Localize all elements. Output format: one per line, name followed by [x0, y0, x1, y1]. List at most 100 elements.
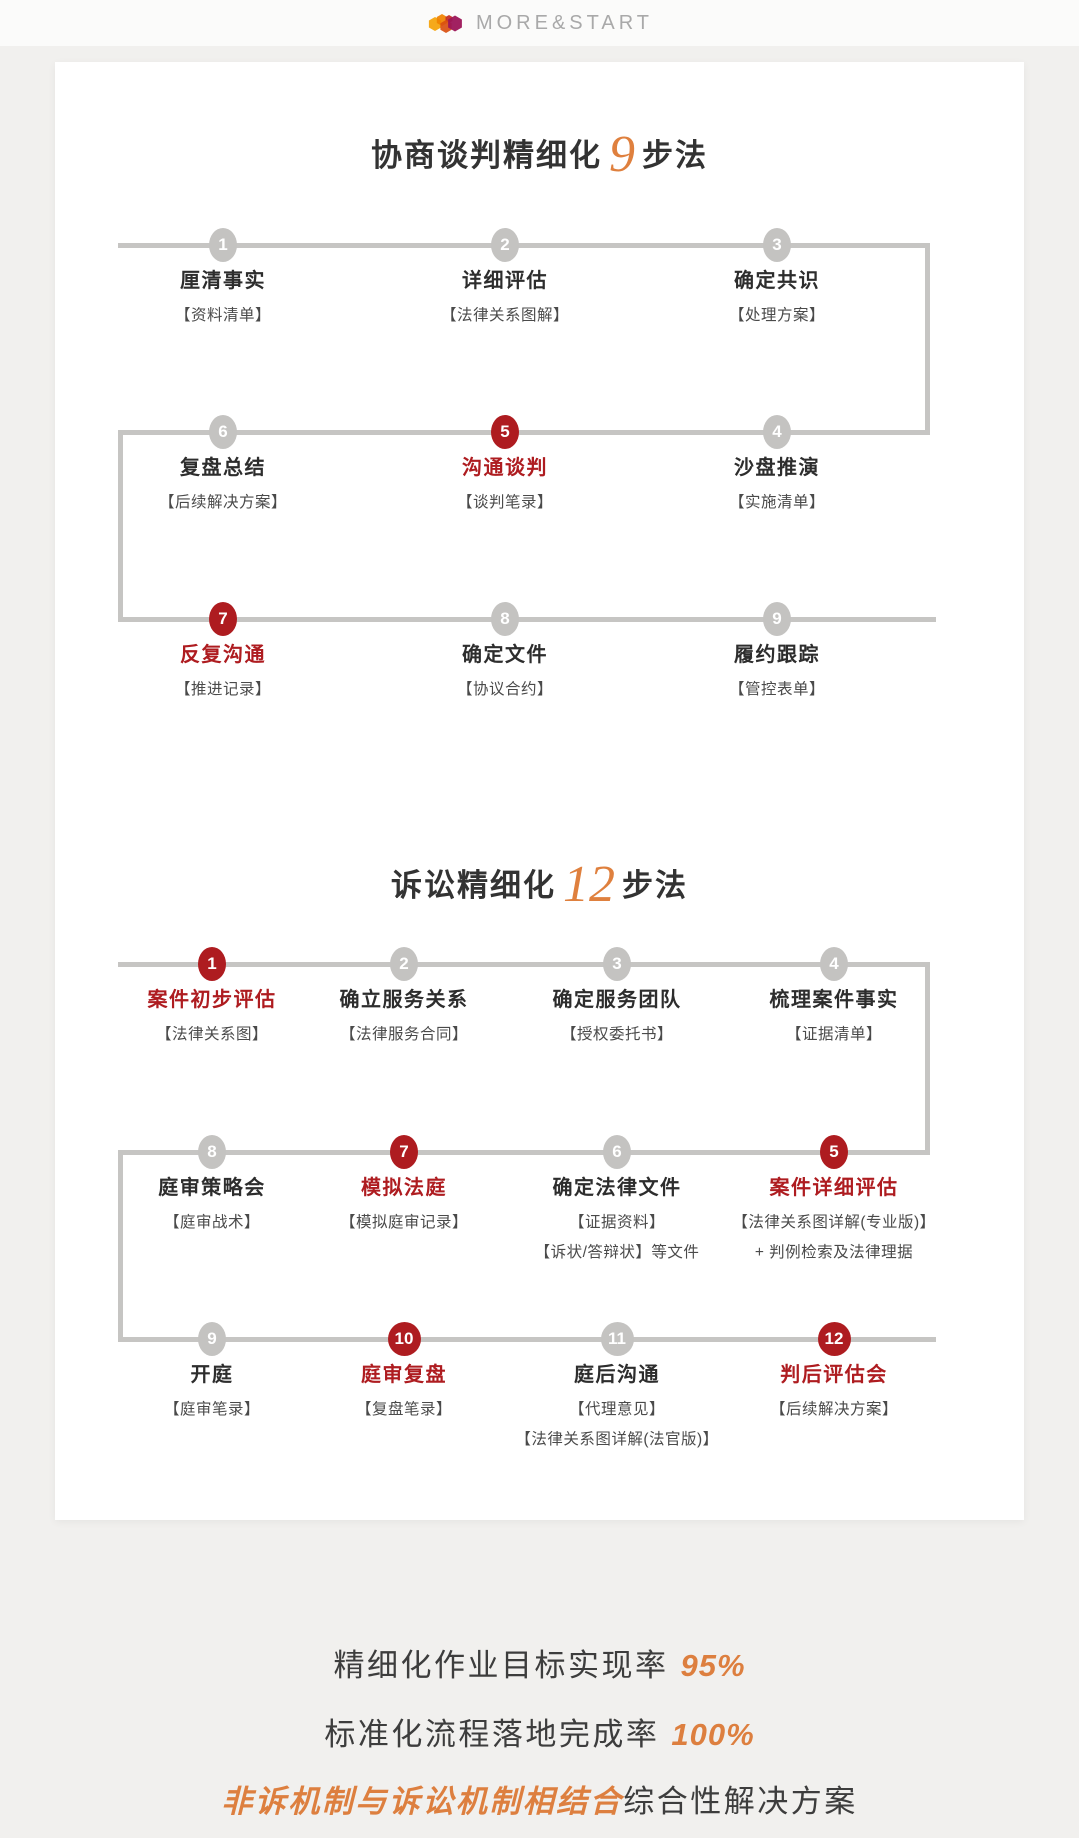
step-label: 履约跟踪: [734, 644, 820, 666]
stat-line-3: 非诉机制与诉讼机制相结合综合性解决方案: [0, 1776, 1079, 1821]
stat-text: 精细化作业目标实现率: [333, 1648, 669, 1683]
step-sublabel: 【谈判笔录】: [456, 494, 553, 511]
step-sublabel: 【庭审笔录】: [163, 1401, 260, 1418]
stat-text: 标准化流程落地完成率: [324, 1717, 660, 1752]
d1-step-4: 4 沙盘推演 【实施清单】: [637, 415, 917, 518]
d2-row1-line: [118, 962, 930, 967]
d1-step-8: 8 确定文件 【协议合约】: [365, 602, 645, 705]
d2-step-9: 9 开庭 【庭审笔录】: [97, 1322, 327, 1425]
step-number-badge: 2: [390, 947, 418, 981]
step-label: 模拟法庭: [361, 1177, 447, 1199]
d2-step-11: 11 庭后沟通 【代理意见】 【法律关系图详解(法官版)】: [502, 1322, 732, 1455]
step-sublabel: + 判例检索及法律理据: [754, 1244, 914, 1261]
step-number-badge: 12: [817, 1322, 851, 1356]
step-number-badge: 4: [763, 415, 791, 449]
d1-step-5: 5 沟通谈判 【谈判笔录】: [365, 415, 645, 518]
step-number-badge: 9: [763, 602, 791, 636]
d1-row1-line: [118, 243, 930, 248]
step-number-badge: 7: [390, 1135, 418, 1169]
step-number-badge: 7: [209, 602, 237, 636]
step-sublabel: 【管控表单】: [728, 681, 825, 698]
step-sublabel: 【证据清单】: [785, 1026, 882, 1043]
step-sublabel: 【法律关系图详解(专业版)】: [732, 1214, 936, 1231]
step-sublabel: 【处理方案】: [728, 307, 825, 324]
step-sublabel: 【证据资料】: [568, 1214, 665, 1231]
d2-step-10: 10 庭审复盘 【复盘笔录】: [289, 1322, 519, 1425]
diagram2-title-prefix: 诉讼精细化: [391, 868, 556, 903]
step-label: 厘清事实: [180, 270, 266, 292]
d1-step-3: 3 确定共识 【处理方案】: [637, 228, 917, 331]
d1-left-connector: [118, 430, 123, 622]
step-label: 确定服务团队: [552, 989, 682, 1011]
step-label: 案件详细评估: [769, 1177, 899, 1199]
step-sublabel: 【协议合约】: [456, 681, 553, 698]
d2-row2-line: [118, 1150, 930, 1155]
step-number-badge: 6: [209, 415, 237, 449]
d2-row3-line: [118, 1337, 936, 1342]
d1-step-1: 1 厘清事实 【资料清单】: [83, 228, 363, 331]
step-sublabel: 【代理意见】: [568, 1401, 665, 1418]
d2-step-2: 2 确立服务关系 【法律服务合同】: [289, 947, 519, 1050]
step-label: 详细评估: [462, 270, 548, 292]
step-label: 复盘总结: [180, 457, 266, 479]
d2-step-6: 6 确定法律文件 【证据资料】 【诉状/答辩状】等文件: [502, 1135, 732, 1268]
d2-left-connector: [118, 1150, 123, 1342]
step-number-badge: 4: [820, 947, 848, 981]
step-number-badge: 10: [387, 1322, 421, 1356]
d1-step-7: 7 反复沟通 【推进记录】: [83, 602, 363, 705]
stat-value: 100%: [671, 1717, 755, 1752]
diagram2-title-number: 12: [563, 856, 615, 913]
stat-text: 综合性解决方案: [623, 1784, 858, 1819]
step-number-badge: 8: [491, 602, 519, 636]
step-label: 确立服务关系: [339, 989, 469, 1011]
step-label: 庭审策略会: [158, 1177, 266, 1199]
d1-step-9: 9 履约跟踪 【管控表单】: [637, 602, 917, 705]
diagram1-title-number: 9: [609, 126, 635, 183]
step-number-badge: 8: [198, 1135, 226, 1169]
step-number-badge: 6: [603, 1135, 631, 1169]
step-number-badge: 5: [820, 1135, 848, 1169]
stat-highlight: 非诉机制与诉讼机制相结合: [221, 1784, 624, 1819]
d2-step-4: 4 梳理案件事实 【证据清单】: [719, 947, 949, 1050]
step-label: 确定共识: [734, 270, 820, 292]
step-sublabel: 【后续解决方案】: [769, 1401, 898, 1418]
d2-right-connector: [925, 962, 930, 1155]
step-number-badge: 5: [491, 415, 519, 449]
d2-step-5: 5 案件详细评估 【法律关系图详解(专业版)】 + 判例检索及法律理据: [719, 1135, 949, 1268]
step-label: 庭后沟通: [574, 1364, 660, 1386]
step-sublabel: 【模拟庭审记录】: [339, 1214, 468, 1231]
step-sublabel: 【法律服务合同】: [339, 1026, 468, 1043]
diagram1-title-prefix: 协商谈判精细化: [371, 138, 602, 173]
overlapping-cubes-logo-icon: [428, 14, 462, 33]
content-card: [55, 62, 1024, 1520]
step-sublabel: 【实施清单】: [728, 494, 825, 511]
step-label: 开庭: [190, 1364, 234, 1386]
d1-row2-line: [118, 430, 930, 435]
step-sublabel: 【推进记录】: [174, 681, 271, 698]
step-label: 梳理案件事实: [769, 989, 899, 1011]
stat-line-1: 精细化作业目标实现率 95%: [0, 1640, 1079, 1685]
d1-step-2: 2 详细评估 【法律关系图解】: [365, 228, 645, 331]
step-sublabel: 【授权委托书】: [560, 1026, 673, 1043]
d1-right-connector: [925, 243, 930, 435]
step-label: 判后评估会: [780, 1364, 888, 1386]
step-label: 反复沟通: [180, 644, 266, 666]
step-number-badge: 11: [600, 1322, 634, 1356]
d1-step-6: 6 复盘总结 【后续解决方案】: [83, 415, 363, 518]
step-number-badge: 1: [209, 228, 237, 262]
stat-value: 95%: [680, 1648, 746, 1683]
step-label: 确定法律文件: [552, 1177, 682, 1199]
d2-step-8: 8 庭审策略会 【庭审战术】: [97, 1135, 327, 1238]
d2-step-3: 3 确定服务团队 【授权委托书】: [502, 947, 732, 1050]
step-number-badge: 3: [763, 228, 791, 262]
step-label: 沟通谈判: [462, 457, 548, 479]
step-number-badge: 2: [491, 228, 519, 262]
step-label: 庭审复盘: [361, 1364, 447, 1386]
d2-step-7: 7 模拟法庭 【模拟庭审记录】: [289, 1135, 519, 1238]
step-sublabel: 【法律关系图】: [155, 1026, 268, 1043]
step-number-badge: 3: [603, 947, 631, 981]
step-sublabel: 【资料清单】: [174, 307, 271, 324]
stat-line-2: 标准化流程落地完成率 100%: [0, 1709, 1079, 1754]
